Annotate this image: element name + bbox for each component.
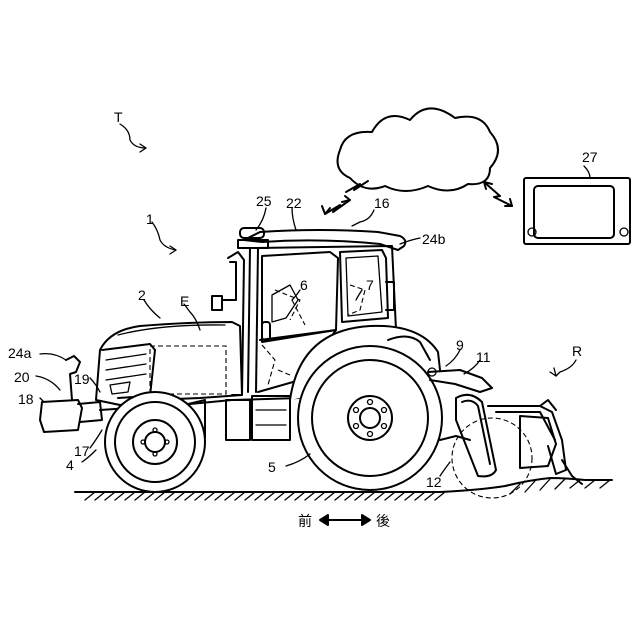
label-4: 4 xyxy=(66,457,74,473)
label-6: 6 xyxy=(300,277,308,293)
hood xyxy=(96,322,242,405)
label-5: 5 xyxy=(268,459,276,475)
wireless-link-arrows xyxy=(322,181,512,214)
front-weight xyxy=(40,356,102,432)
label-2: 2 xyxy=(138,287,146,303)
remote-terminal xyxy=(524,178,630,244)
label-17: 17 xyxy=(74,443,90,459)
label-front: 前 xyxy=(298,513,312,530)
reference-labels: T 1 2 E 4 5 6 7 9 11 12 16 17 18 19 20 2… xyxy=(8,109,598,530)
label-18: 18 xyxy=(18,391,34,407)
label-27: 27 xyxy=(582,149,598,165)
label-back: 後 xyxy=(376,514,390,530)
label-20: 20 xyxy=(14,369,30,385)
label-R: R xyxy=(572,343,582,359)
label-E: E xyxy=(180,293,189,309)
front-wheel xyxy=(105,392,205,492)
label-T: T xyxy=(114,109,123,125)
label-24a: 24a xyxy=(8,345,32,361)
label-25: 25 xyxy=(256,193,272,209)
label-9: 9 xyxy=(456,337,464,353)
label-1: 1 xyxy=(146,211,154,227)
label-16: 16 xyxy=(374,195,390,211)
cloud-shape xyxy=(338,108,498,191)
label-11: 11 xyxy=(476,349,491,365)
label-22: 22 xyxy=(286,195,302,211)
direction-arrow xyxy=(320,515,370,525)
label-7: 7 xyxy=(366,277,374,293)
label-12: 12 xyxy=(426,474,442,490)
label-24b: 24b xyxy=(422,231,446,247)
label-19: 19 xyxy=(74,371,90,387)
